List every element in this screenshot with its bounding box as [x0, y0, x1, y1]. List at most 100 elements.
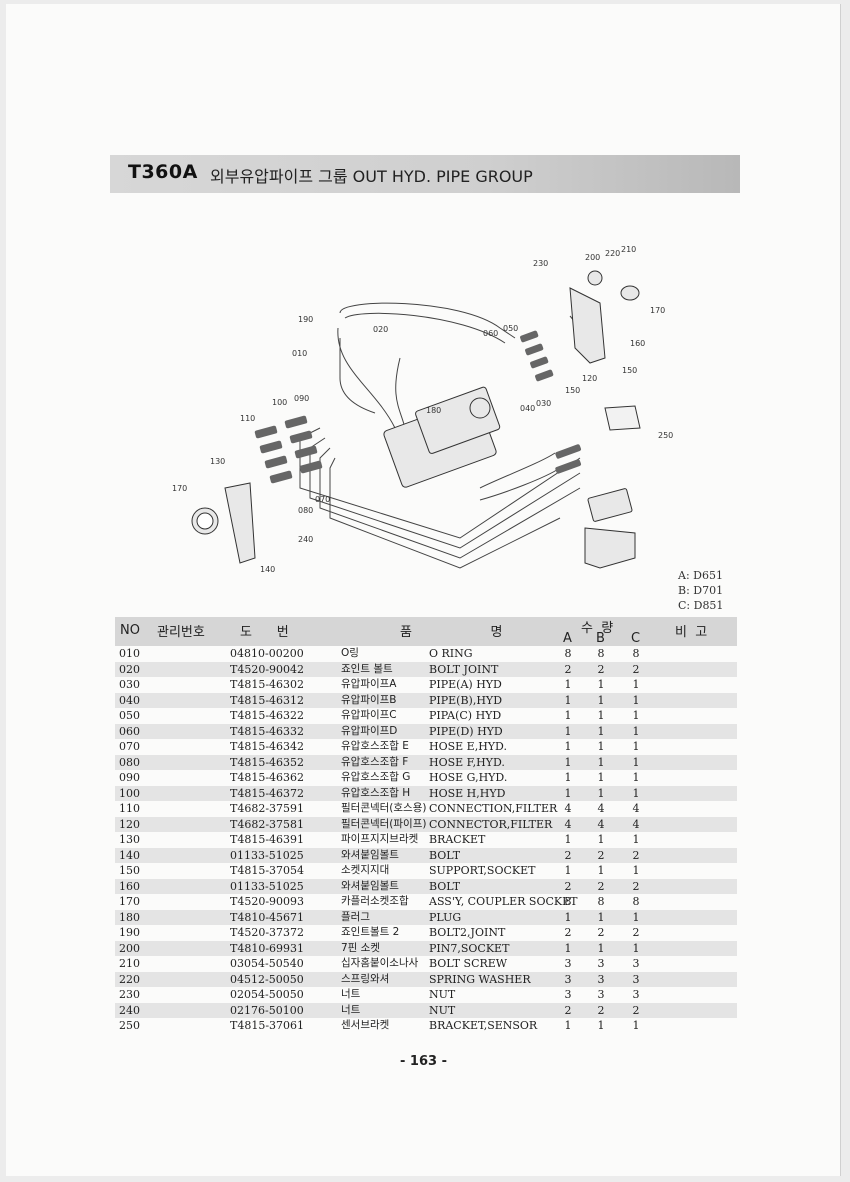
name-english: PLUG	[429, 910, 462, 924]
part-no: 110	[119, 802, 140, 815]
drawing-no: T4520-37372	[230, 926, 305, 939]
part-no: 020	[119, 662, 140, 676]
name-korean: 필터콘넥터(호스용)	[341, 802, 427, 814]
name-english: HOSE G,HYD.	[429, 771, 508, 784]
qty-c: 4	[632, 802, 640, 815]
name-english: BOLT	[429, 879, 461, 893]
callout-140: 140	[260, 565, 275, 574]
name-korean: 유압호스조합 H	[341, 786, 411, 799]
name-korean: 센서브라켓	[341, 1019, 390, 1031]
callout-180: 180	[426, 406, 441, 415]
drawing-no: 04810-00200	[230, 647, 304, 660]
part-no: 160	[119, 879, 140, 893]
qty-b: 3	[597, 988, 605, 1001]
qty-c: 1	[632, 1019, 640, 1032]
name-english: BOLT SCREW	[429, 957, 508, 970]
qty-b: 2	[597, 1003, 605, 1017]
callout-150-right: 150	[622, 366, 637, 375]
callout-130: 130	[210, 457, 225, 466]
model-variants: A: D651 B: D701 C: D851	[678, 568, 723, 613]
header-name: 품 명	[400, 625, 503, 640]
qty-a: 4	[564, 802, 572, 815]
name-korean: 십자홈붙이소나사	[341, 957, 419, 969]
part-no: 130	[119, 833, 140, 846]
variant-c: C: D851	[678, 599, 724, 612]
model-code: T360A	[128, 161, 198, 183]
qty-c: 1	[632, 740, 640, 753]
qty-c: 2	[632, 879, 640, 893]
qty-b: 2	[597, 879, 605, 893]
name-korean: 와셔붙임볼트	[341, 848, 399, 861]
qty-a: 2	[564, 1003, 572, 1017]
drawing-no: T4815-37054	[230, 864, 305, 877]
diagram-callouts: 230 200 220 210 170 160 150 190 020 060 …	[172, 245, 673, 574]
qty-b: 4	[597, 817, 605, 831]
variant-a: A: D651	[678, 569, 723, 582]
header-qty-b: B	[596, 631, 605, 646]
name-english: BRACKET	[429, 833, 486, 846]
drawing-no: 02054-50050	[230, 988, 304, 1001]
name-english: NUT	[429, 988, 456, 1001]
qty-a: 1	[564, 864, 572, 877]
qty-a: 1	[564, 833, 572, 846]
name-english: SUPPORT,SOCKET	[429, 864, 536, 877]
callout-240: 240	[298, 535, 313, 544]
qty-a: 1	[564, 709, 572, 722]
name-english: PIPE(A) HYD	[429, 678, 502, 691]
drawing-no: T4810-69931	[230, 941, 305, 955]
qty-a: 1	[564, 1019, 572, 1032]
qty-c: 1	[632, 910, 640, 924]
name-english: CONNECTOR,FILTER	[429, 817, 553, 831]
drawing-no: T4520-90042	[230, 662, 305, 676]
qty-c: 1	[632, 786, 640, 800]
part-no: 190	[119, 926, 140, 939]
part-no: 140	[119, 848, 140, 862]
qty-b: 1	[597, 724, 605, 738]
qty-b: 1	[597, 864, 605, 877]
name-english: SPRING WASHER	[429, 972, 531, 986]
part-no: 040	[119, 693, 140, 707]
drawing-no: 01133-51025	[230, 879, 304, 893]
qty-c: 3	[632, 957, 640, 970]
table-header: NO 관리번호 도 번 품 명 수 량 A B C 비 고	[115, 617, 737, 646]
qty-b: 1	[597, 771, 605, 784]
drawing-no: 02176-50100	[230, 1003, 304, 1017]
callout-170-left: 170	[172, 484, 187, 493]
qty-a: 4	[564, 817, 572, 831]
qty-b: 1	[597, 833, 605, 846]
qty-b: 2	[597, 926, 605, 939]
name-korean: 필터콘넥터(파이프)	[341, 817, 427, 830]
callout-220: 220	[605, 249, 620, 258]
name-korean: 너트	[341, 1003, 361, 1016]
page-number: - 163 -	[400, 1054, 447, 1069]
callout-200: 200	[585, 253, 600, 262]
qty-c: 1	[632, 709, 640, 722]
callout-080: 080	[298, 506, 313, 515]
drawing-no: 01133-51025	[230, 848, 304, 862]
name-korean: 파이프지지브라켓	[341, 833, 419, 845]
qty-b: 3	[597, 972, 605, 986]
callout-060: 060	[483, 329, 498, 338]
callout-040: 040	[520, 404, 535, 413]
drawing-no: T4815-46302	[230, 678, 305, 691]
callout-100: 100	[272, 398, 287, 407]
header-qty: 수 량	[581, 621, 614, 636]
name-english: BOLT JOINT	[429, 662, 499, 676]
callout-110: 110	[240, 414, 255, 423]
name-korean: 유압호스조합 F	[341, 755, 409, 768]
drawing-no: T4815-46312	[230, 693, 305, 707]
part-no: 230	[119, 988, 140, 1001]
part-no: 220	[119, 972, 140, 986]
qty-c: 3	[632, 988, 640, 1001]
drawing-no: 04512-50050	[230, 972, 304, 986]
part-no: 200	[119, 941, 140, 955]
